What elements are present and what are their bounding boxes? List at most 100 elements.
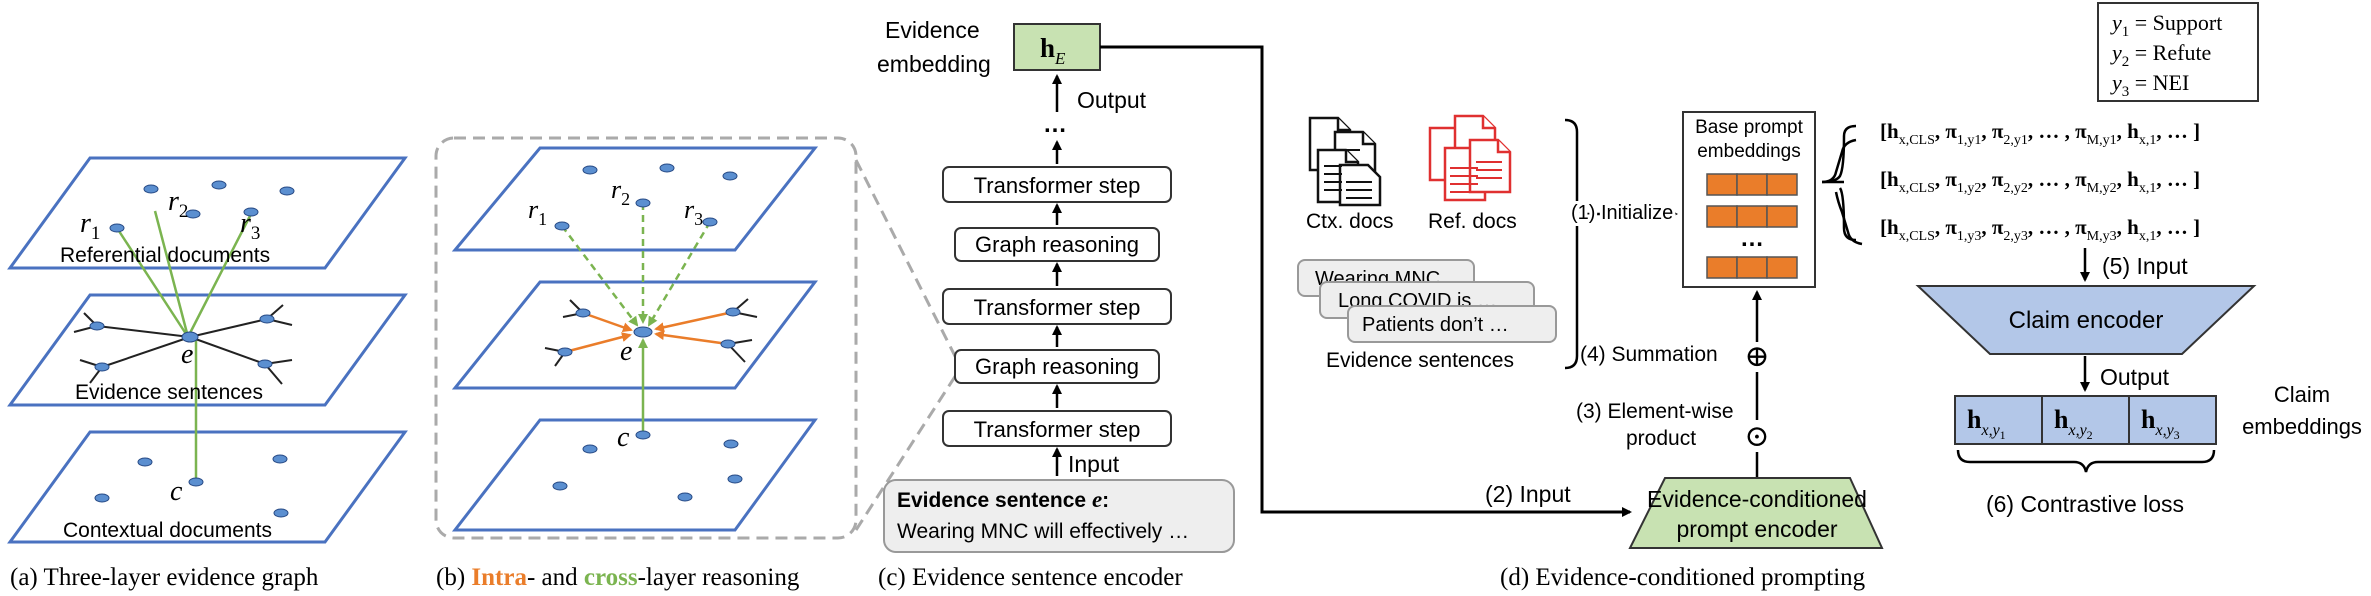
prompt-ellipsis: … — [1740, 225, 1764, 252]
plane-b-top — [451, 146, 819, 252]
elementwise-label-2: product — [1626, 427, 1696, 450]
claim-encoder — [1915, 285, 2257, 355]
claim-cell-2-text: hx,y2 — [2054, 405, 2093, 442]
output-label: Output — [1077, 87, 1147, 113]
b-label-c: c — [617, 422, 630, 453]
intra-layer-orange-edges — [564, 310, 734, 354]
plane-contextual — [7, 430, 408, 544]
ref-docs-label: Ref. docs — [1428, 210, 1517, 233]
prompt-encoder-label-1: Evidence-conditioned — [1647, 486, 1867, 512]
b-label-e: e — [620, 336, 632, 367]
step-label-5: Transformer step — [974, 173, 1141, 198]
step-box-3 — [942, 288, 1172, 325]
graph-b-nodes — [552, 163, 743, 502]
zoom-frame — [434, 136, 858, 540]
base-prompt-label-1: Base prompt — [1695, 117, 1803, 138]
sentence-card-3-text: Patients don’t … — [1362, 314, 1509, 336]
step-box-5 — [942, 166, 1172, 203]
oplus-symbol: ⊕ — [1744, 340, 1769, 373]
step-label-4: Graph reasoning — [975, 232, 1139, 257]
legend-y3: y3 = NEI — [2110, 70, 2189, 100]
claim-embeddings-label-1: Claim — [2274, 382, 2330, 407]
caption-d: (d) Evidence-conditioned prompting — [1500, 564, 1866, 591]
caption-a: (a) Three-layer evidence graph — [10, 564, 319, 591]
base-prompt-label-2: embeddings — [1697, 141, 1801, 162]
claim-cell-1 — [1954, 395, 2043, 445]
b-label-r2: r2 — [611, 175, 630, 209]
legend-y1: y1 = Support — [2110, 10, 2222, 40]
panel-c-sentence-encoder: Evidence embedding hE Output … Transform… — [877, 17, 1235, 591]
prompt-rows — [1706, 173, 1798, 279]
cross-layer-edges — [115, 210, 253, 482]
step-box-4 — [954, 227, 1160, 262]
sequence-row-2: [hx,CLS, π1,y2, π2,y2, … , πM,y2, hx,1, … — [1880, 167, 2200, 196]
claim-cell-3-text: hx,y3 — [2141, 405, 2180, 442]
initialize-brace — [1564, 118, 1588, 370]
h-e-box — [1013, 23, 1101, 71]
claim-encoder-label: Claim encoder — [2009, 307, 2164, 334]
plane-b-bot — [451, 418, 818, 532]
panel-d-prompting: Ctx. docs Ref. docs Wearing MNC … Long C… — [1297, 111, 1884, 591]
caption-c: (c) Evidence sentence encoder — [878, 564, 1183, 591]
claim-embeddings-label-2: embeddings — [2242, 414, 2362, 439]
initialize-label: (1) Initialize — [1571, 202, 1673, 224]
claim-cell-1-text: hx,y1 — [1967, 405, 2006, 442]
node-label-r3: r3 — [240, 208, 260, 244]
evidence-embedding-label-1: Evidence — [885, 17, 980, 43]
sequence-row-3: [hx,CLS, π1,y3, π2,y3, … , πM,y3, hx,1, … — [1880, 215, 2200, 244]
layer-label-referential: Referential documents — [60, 244, 270, 267]
contrastive-label: (6) Contrastive loss — [1986, 491, 2184, 517]
sequence-brace-clean — [1821, 124, 1857, 242]
step-label-1: Transformer step — [974, 417, 1141, 442]
elementwise-label-1: (3) Element-wise — [1576, 400, 1734, 423]
panel-a-three-layer-graph: r1 r2 r3 e c Referential documents Evide… — [7, 156, 408, 591]
odot-symbol: ⊙ — [1744, 420, 1769, 453]
plane-referential — [7, 156, 408, 270]
prompt-encoder — [1628, 477, 1884, 549]
layer-label-evidence: Evidence sentences — [75, 381, 263, 404]
stack-ellipsis: … — [1043, 111, 1067, 138]
graph-nodes — [89, 180, 295, 518]
layer-label-contextual: Contextual documents — [63, 519, 272, 542]
caption-b: (b) Intra- and cross-layer reasoning — [436, 564, 800, 591]
summation-label: (4) Summation — [1580, 343, 1718, 366]
node-label-r2: r2 — [168, 186, 188, 222]
evidence-sentences-label: Evidence sentences — [1326, 349, 1514, 372]
step-box-1 — [942, 410, 1172, 447]
claim-cell-3 — [2128, 395, 2217, 445]
b-label-r1: r1 — [528, 195, 547, 229]
contrastive-brace — [1956, 449, 2216, 473]
evidence-sentence-box — [883, 479, 1235, 553]
panel-e-claim: y1 = Support y2 = Refute y3 = NEI [hx,CL… — [1821, 2, 2362, 517]
sequence-row-1: [hx,CLS, π1,y1, π2,y1, … , πM,y1, hx,1, … — [1880, 119, 2200, 148]
evidence-to-prompt-arrow — [1100, 45, 1632, 517]
ref-docs-icon — [1428, 114, 1512, 202]
input-label-c: Input — [1068, 451, 1120, 477]
label-legend-box — [2097, 2, 2259, 102]
step-label-3: Transformer step — [974, 295, 1141, 320]
claim-output-label: Output — [2100, 364, 2170, 390]
step-label-2: Graph reasoning — [975, 354, 1139, 379]
node-label-c: c — [170, 476, 183, 507]
node-label-e: e — [181, 339, 193, 370]
panel-b-reasoning: r1 r2 r3 e c (b) Intra- and cross-layer … — [434, 136, 858, 591]
sentence-card-3 — [1347, 305, 1557, 343]
h-e-symbol: hE — [1040, 33, 1066, 68]
input2-label: (2) Input — [1485, 481, 1571, 507]
prompt-encoder-label-2: prompt encoder — [1676, 516, 1837, 542]
cross-layer-dashed-edges — [561, 203, 712, 327]
evidence-embedding-label-2: embedding — [877, 51, 991, 77]
claim-cell-2 — [2041, 395, 2130, 445]
ctx-docs-label: Ctx. docs — [1306, 210, 1394, 233]
input5-label: (5) Input — [2102, 253, 2188, 279]
b-label-r3: r3 — [684, 195, 703, 229]
intra-layer-edges — [73, 304, 293, 385]
zoom-connectors — [854, 159, 958, 531]
node-label-r1: r1 — [80, 208, 100, 244]
legend-y2: y2 = Refute — [2110, 40, 2211, 70]
ctx-docs-icon — [1308, 116, 1382, 207]
evidence-sentence-title: Evidence sentence e: — [897, 487, 1109, 512]
step-box-2 — [954, 349, 1160, 384]
plane-evidence — [7, 293, 408, 407]
evidence-sentence-text: Wearing MNC will effectively … — [897, 520, 1189, 543]
